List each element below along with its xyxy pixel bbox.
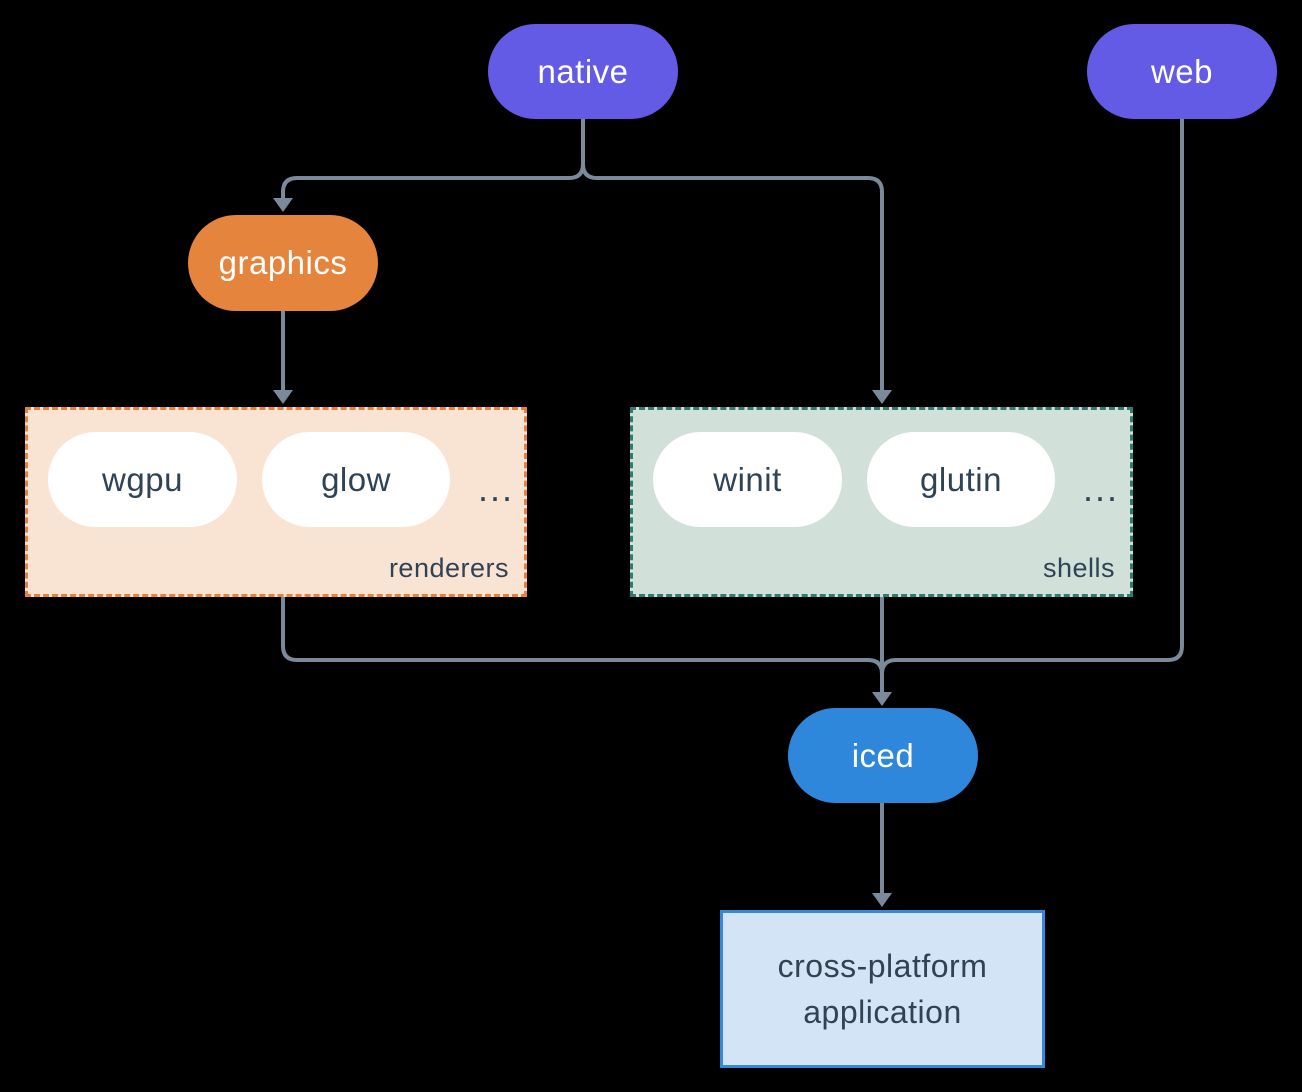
- shells-ellipsis: ...: [1082, 467, 1119, 509]
- node-native: native: [488, 24, 678, 119]
- node-glutin-label: glutin: [920, 460, 1002, 498]
- node-wgpu: wgpu: [48, 432, 237, 527]
- renderers-ellipsis: ...: [477, 467, 514, 509]
- edge-native-to-shells: [581, 163, 884, 390]
- edge-native-to-graphics: [281, 119, 585, 199]
- node-graphics: graphics: [188, 215, 378, 311]
- node-iced: iced: [788, 708, 978, 803]
- group-renderers: wgpu glow ... renderers: [25, 407, 527, 597]
- group-renderers-label: renderers: [388, 553, 509, 583]
- arrowhead-app: [872, 893, 892, 907]
- node-graphics-label: graphics: [218, 244, 348, 281]
- group-shells: winit glutin ... shells: [630, 407, 1133, 597]
- node-web-label: web: [1150, 52, 1214, 90]
- arrowhead-iced: [872, 692, 892, 706]
- app-label-line2: application: [803, 994, 962, 1030]
- node-glutin: glutin: [867, 432, 1055, 527]
- node-wgpu-label: wgpu: [102, 460, 183, 498]
- node-cross-platform-application: cross-platform application: [720, 910, 1045, 1068]
- node-glow: glow: [262, 432, 450, 527]
- group-shells-label: shells: [1042, 553, 1115, 583]
- arrowhead-graphics: [273, 198, 293, 212]
- arrowhead-shells: [872, 390, 892, 404]
- node-native-label: native: [537, 52, 629, 90]
- node-winit: winit: [653, 432, 842, 527]
- node-glow-label: glow: [321, 460, 391, 498]
- node-web: web: [1087, 24, 1277, 119]
- edge-renderers-to-iced: [281, 597, 884, 675]
- node-winit-label: winit: [713, 460, 782, 498]
- node-iced-label: iced: [851, 736, 915, 774]
- app-label-line1: cross-platform: [777, 947, 988, 984]
- arrowhead-renderers: [273, 390, 293, 404]
